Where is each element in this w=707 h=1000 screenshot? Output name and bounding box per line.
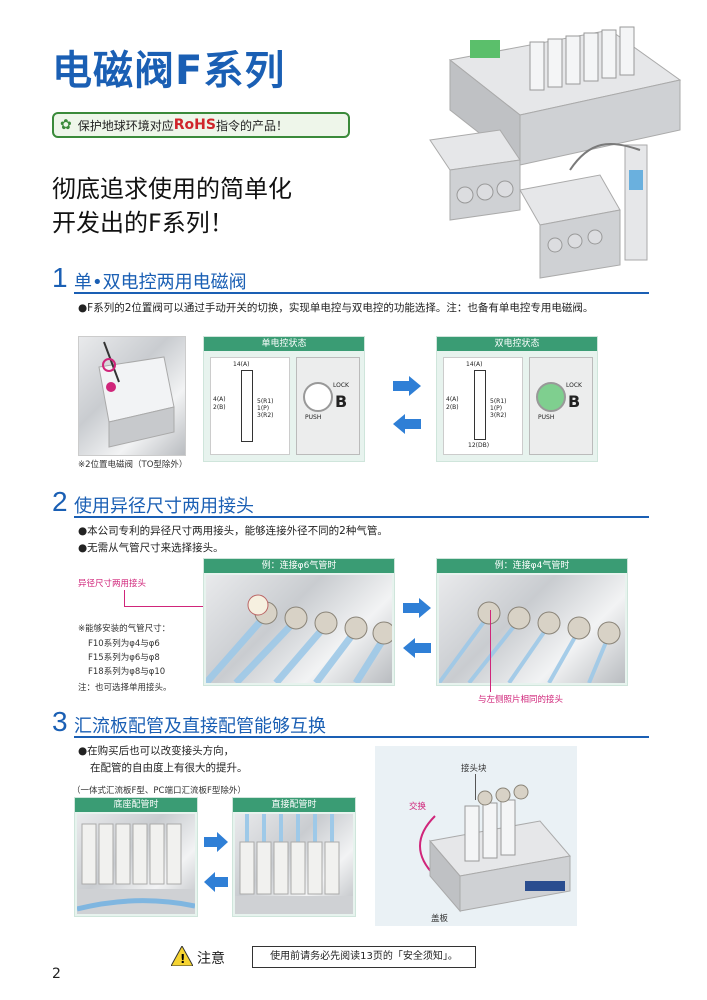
caution-icon: !: [170, 944, 194, 967]
arrow-left-icon: [393, 414, 421, 434]
base-piping-panel: 底座配管时: [74, 797, 198, 917]
port-14a: 14(A): [233, 361, 250, 368]
valve-symbol: 14(A) 4(A) 2(B) 5(R1) 1(P) 3(R2): [210, 357, 290, 455]
section2-title: 使用异径尺寸两用接头: [74, 496, 254, 517]
dual-fitting-pointer: [124, 590, 245, 607]
page-title: 电磁阀F系列: [52, 48, 286, 94]
rohs-post: 指令的产品！: [215, 118, 288, 133]
single-control-head: 单电控状态: [204, 337, 364, 351]
fitting-block-pointer: [475, 774, 476, 800]
same-fitting-label: 与左侧照片相同的接头: [478, 695, 564, 705]
port-4a: 4(A): [213, 396, 226, 403]
port-5r1-double: 5(R1): [490, 398, 507, 405]
phi4-panel: 例：连接φ4气管时: [436, 558, 628, 686]
tube-size-note3: F18系列为φ8与φ10: [88, 667, 166, 677]
swap-label: 交换: [409, 802, 427, 812]
tube-size-note4: 注：也可选择单用接头。: [78, 683, 172, 693]
single-control-panel: 单电控状态 14(A) 4(A) 2(B) 5(R1) 1(P) 3(R2) L…: [203, 336, 365, 462]
section3-desc1: ●在购买后也可以改变接头方向，: [78, 745, 235, 757]
section3-note: （一体式汇流板F型、PC端口汇流板F型除外）: [72, 786, 246, 796]
port-3r2-double: 3(R2): [490, 412, 507, 419]
symbol-spool-double: [474, 370, 486, 440]
direct-piping-photo: [235, 814, 353, 914]
caution-label: 注意: [197, 951, 225, 967]
manual-switch-double: LOCK B PUSH: [529, 357, 593, 455]
section3-number: 3: [52, 706, 68, 737]
port-5r1: 5(R1): [257, 398, 274, 405]
phi6-panel: 例：连接φ6气管时: [203, 558, 395, 686]
push-label: PUSH: [305, 414, 322, 421]
cover-plate-label: 盖板: [431, 914, 449, 924]
arrow-right-icon: [393, 376, 421, 396]
same-fitting-pointer: [490, 610, 491, 692]
phi6-head: 例：连接φ6气管时: [204, 559, 394, 573]
port-12db: 12(DB): [468, 442, 490, 449]
section2-desc2: ●无需从气管尺寸来选择接头。: [78, 542, 224, 554]
direct-piping-panel: 直接配管时: [232, 797, 356, 917]
arrow-right-icon-3: [204, 832, 228, 852]
arrow-right-icon-2: [403, 598, 431, 618]
symbol-spool: [241, 370, 253, 442]
lock-label-double: LOCK: [566, 382, 582, 389]
double-control-panel: 双电控状态 14(A) 4(A) 2(B) 5(R1) 1(P) 3(R2) 1…: [436, 336, 598, 462]
lock-label: LOCK: [333, 382, 349, 389]
rohs-big: RoHS: [173, 117, 216, 133]
product-photo: [410, 20, 690, 280]
manual-switch: LOCK B PUSH: [296, 357, 360, 455]
tube-size-note-title: ※能够安装的气管尺寸：: [78, 624, 171, 634]
fitting-block-label: 接头块: [461, 764, 487, 774]
rohs-badge: ✿ 保护地球环境对应 RoHS 指令的产品！: [52, 112, 350, 138]
section3-desc2: 在配管的自由度上有很大的提升。: [90, 762, 248, 774]
section2-number: 2: [52, 486, 68, 517]
valve-symbol-double: 14(A) 4(A) 2(B) 5(R1) 1(P) 3(R2) 12(DB): [443, 357, 523, 455]
direct-piping-head: 直接配管时: [233, 798, 355, 812]
tagline-line2: 开发出的F系列！: [52, 209, 234, 237]
phi4-head: 例：连接φ4气管时: [437, 559, 627, 573]
arrow-left-icon-2: [403, 638, 431, 658]
port-2b-double: 2(B): [446, 404, 459, 411]
page-number: 2: [52, 966, 61, 982]
phi6-photo: [206, 575, 392, 683]
port-4a-double: 4(A): [446, 396, 459, 403]
section2-desc1: ●本公司专利的异径尺寸两用接头，能够连接外径不同的2种气管。: [78, 525, 388, 537]
section3-title: 汇流板配管及直接配管能够互换: [74, 716, 326, 737]
tube-size-note2: F15系列为φ6与φ8: [88, 653, 160, 663]
rohs-pre: 保护地球环境对应: [77, 118, 174, 133]
double-control-head: 双电控状态: [437, 337, 597, 351]
svg-text:!: !: [180, 952, 185, 966]
b-label-double: B: [568, 392, 581, 411]
valve-photo-caption: ※2位置电磁阀（TO型除外）: [78, 460, 188, 470]
tagline-line1: 彻底追求使用的简单化: [52, 175, 292, 203]
port-1p: 1(P): [257, 405, 270, 412]
section1-rule: [74, 292, 649, 294]
dual-fitting-label: 异径尺寸两用接头: [78, 579, 147, 589]
section1-number: 1: [52, 262, 68, 293]
manifold-photo: 接头块 交换 盖板: [375, 746, 577, 926]
switch-knob-icon: [303, 382, 333, 412]
b-label: B: [335, 392, 348, 411]
phi4-photo: [439, 575, 625, 683]
section1-title: 单•双电控两用电磁阀: [74, 272, 247, 293]
port-14a-double: 14(A): [466, 361, 483, 368]
arrow-left-icon-3: [204, 872, 228, 892]
port-1p-double: 1(P): [490, 405, 503, 412]
caution-box: 使用前请务必先阅读13页的「安全须知」。: [252, 946, 476, 968]
tube-size-note1: F10系列为φ4与φ6: [88, 639, 160, 649]
section1-desc: ●F系列的2位置阀可以通过手动开关的切换，实现单电控与双电控的功能选择。注：也备…: [78, 302, 594, 314]
port-2b: 2(B): [213, 404, 226, 411]
base-piping-photo: [77, 814, 195, 914]
section2-rule: [74, 516, 649, 518]
tagline: 彻底追求使用的简单化 开发出的F系列！: [52, 172, 292, 240]
leaf-icon: ✿: [60, 117, 72, 133]
valve-photo: [78, 336, 186, 456]
section3-rule: [74, 736, 649, 738]
port-3r2: 3(R2): [257, 412, 274, 419]
switch-knob-green-icon: [536, 382, 566, 412]
base-piping-head: 底座配管时: [75, 798, 197, 812]
push-label-double: PUSH: [538, 414, 555, 421]
